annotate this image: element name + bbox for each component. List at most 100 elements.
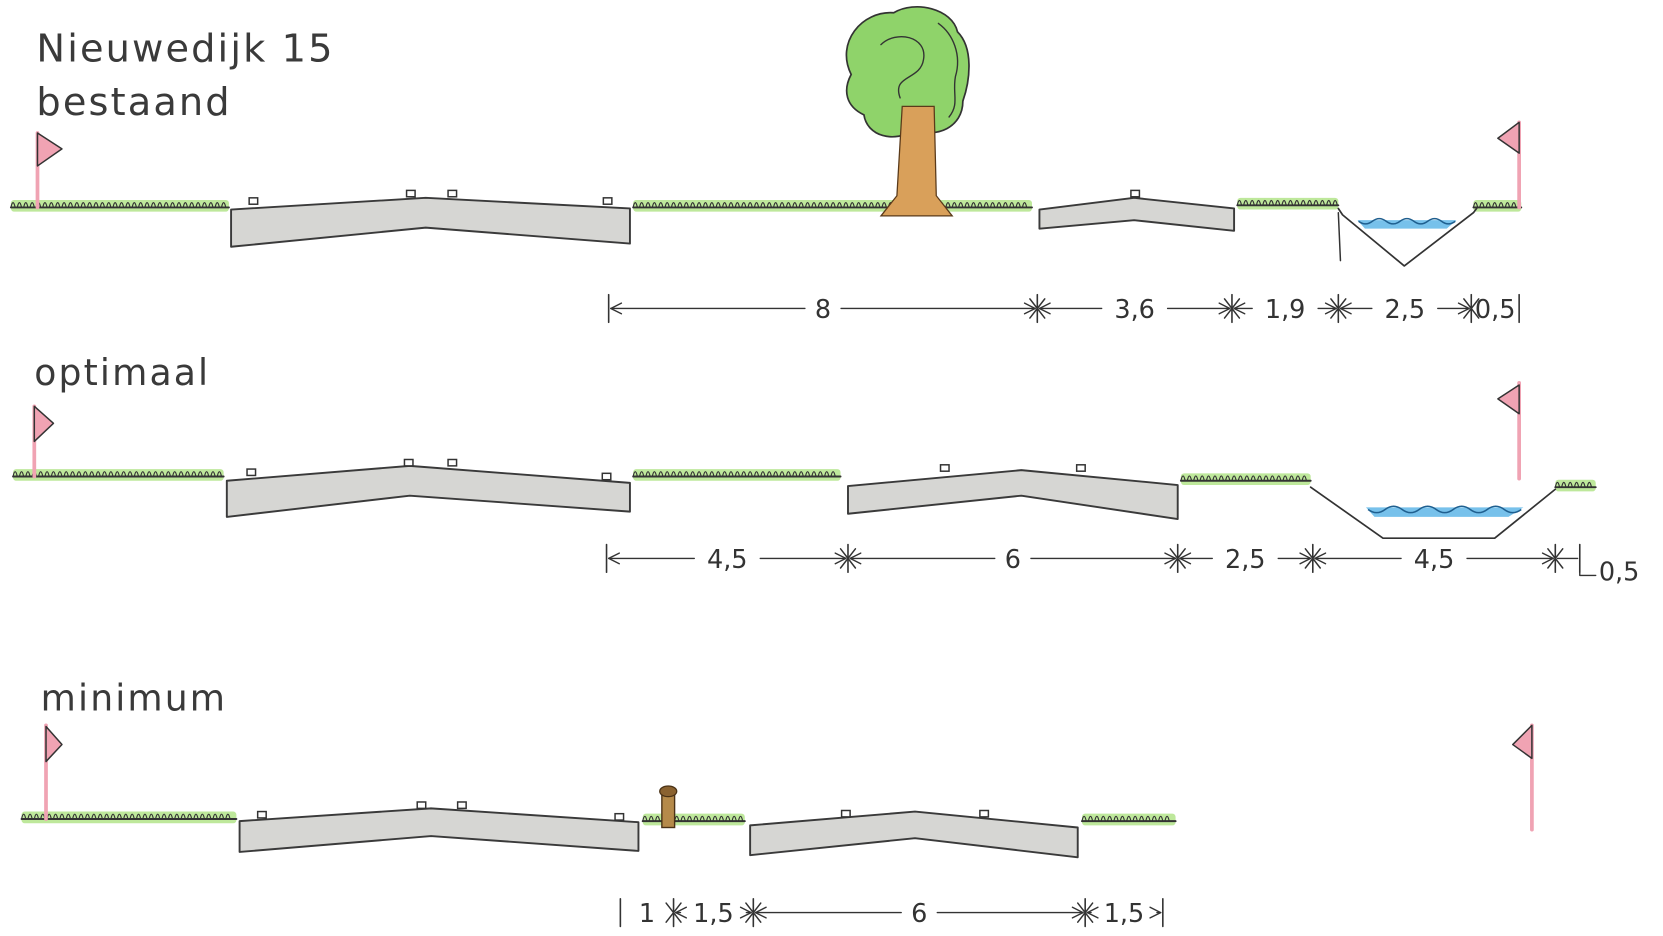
profile-minimum <box>44 723 1534 859</box>
grass-strip <box>1554 479 1597 492</box>
grass-band <box>1473 199 1522 212</box>
arrow-head <box>607 552 620 565</box>
arrow-head <box>1218 302 1231 315</box>
dimension-label: 2,5 <box>1385 295 1426 325</box>
dimension-tick-cross <box>1304 548 1321 569</box>
flag-icon <box>1497 384 1520 415</box>
arrow-head <box>1038 302 1051 315</box>
road-marker <box>601 472 612 481</box>
title-nieuwedijk: Nieuwedijk 15 <box>36 27 334 72</box>
grass-strip <box>1236 197 1340 210</box>
dimension-tick-cross <box>745 902 762 923</box>
ditch-profile <box>1337 207 1478 267</box>
dimension-tick-cross <box>1330 298 1347 319</box>
dimension-tick-cross <box>1463 298 1480 319</box>
road-marker <box>614 812 625 821</box>
arrow-head <box>1324 302 1337 315</box>
grass-tufts <box>1472 202 1517 208</box>
grass-tufts <box>20 813 231 820</box>
road-marker <box>246 468 257 477</box>
road-marker <box>256 810 267 819</box>
dimension-tick-cross <box>1547 548 1564 569</box>
grass-band <box>1555 479 1596 492</box>
flag-icon <box>36 132 63 167</box>
tree-crown <box>845 5 970 138</box>
grass-strip <box>1179 473 1312 486</box>
dimension-tick-cross <box>839 548 857 569</box>
dimension-label: 1,5 <box>1104 899 1145 929</box>
dimension-row-optimaal: 4,5 6 2,5 4,5 0,5 <box>605 543 1640 588</box>
grass-strip <box>632 469 842 481</box>
ditch-bank-line <box>1337 211 1342 262</box>
arrow-head <box>754 906 767 919</box>
grass-strip <box>9 199 230 212</box>
road-main <box>238 807 640 853</box>
arrow-head <box>834 552 847 565</box>
dimension-label: 8 <box>815 295 831 325</box>
road-bicycle-path <box>847 469 1179 521</box>
flag-icon <box>33 405 55 443</box>
title-bestaand: bestaand <box>36 80 231 125</box>
ditch-profile <box>1309 486 1557 540</box>
dimension-label: 0,5 <box>1599 558 1640 588</box>
dimension-label: 1,9 <box>1265 295 1306 325</box>
grass-band <box>1237 197 1339 210</box>
grass-tufts <box>1180 475 1307 482</box>
arrow-head <box>1023 302 1036 315</box>
road-bicycle-path <box>749 810 1079 859</box>
dimension-label: 4,5 <box>707 545 748 575</box>
dimension-tick-cross <box>1076 902 1094 923</box>
road-marker <box>405 189 416 198</box>
dimension-label: 6 <box>911 899 927 929</box>
road-marker <box>1130 189 1141 198</box>
road-marker <box>403 458 414 467</box>
grass-tufts <box>1554 481 1593 488</box>
title-minimum: minimum <box>41 677 227 720</box>
dimension-tick-cross <box>1223 298 1241 319</box>
arrow-head <box>1086 906 1099 919</box>
profile-optimaal <box>32 381 1557 540</box>
road-marker <box>416 801 427 810</box>
dimension-label: 3,6 <box>1114 295 1155 325</box>
arrow-head <box>1339 302 1352 315</box>
title-optimaal: optimaal <box>34 351 210 394</box>
arrow-head <box>1299 552 1312 565</box>
arrow-head <box>1149 906 1162 919</box>
grass-strip <box>12 469 225 481</box>
arrow-head <box>674 906 688 919</box>
grass-strip <box>1472 199 1523 212</box>
road-marker <box>248 197 259 205</box>
grass-strip <box>632 199 1033 212</box>
dimension-label: 2,5 <box>1225 545 1266 575</box>
arrow-head <box>1164 552 1177 565</box>
road-marker <box>1075 464 1086 472</box>
flag-icon <box>1497 121 1520 154</box>
tree-crown-detail <box>937 22 959 118</box>
water-waves <box>1358 217 1456 225</box>
profile-bestaand <box>35 5 1522 267</box>
dimension-label: 4,5 <box>1414 545 1455 575</box>
arrow-head <box>849 552 862 565</box>
arrow-head <box>1541 552 1554 565</box>
grass-band <box>1081 813 1176 826</box>
road-main <box>225 464 631 518</box>
road-marker <box>979 809 990 818</box>
road-marker <box>456 801 467 810</box>
flag-icon <box>45 725 63 763</box>
tree-crown-detail <box>880 36 925 99</box>
road-marker <box>447 189 458 198</box>
arrow-head <box>739 906 752 919</box>
post-icon <box>659 785 678 829</box>
road-marker <box>840 809 851 818</box>
water-waves <box>1367 505 1522 514</box>
grass-tufts <box>10 202 227 208</box>
dimension-label: 6 <box>1005 545 1021 575</box>
road-marker <box>602 197 613 205</box>
arrow-head <box>1233 302 1246 315</box>
dimension-label: 1,5 <box>693 899 734 929</box>
arrow-head <box>1314 552 1327 565</box>
tree-icon <box>845 5 970 217</box>
